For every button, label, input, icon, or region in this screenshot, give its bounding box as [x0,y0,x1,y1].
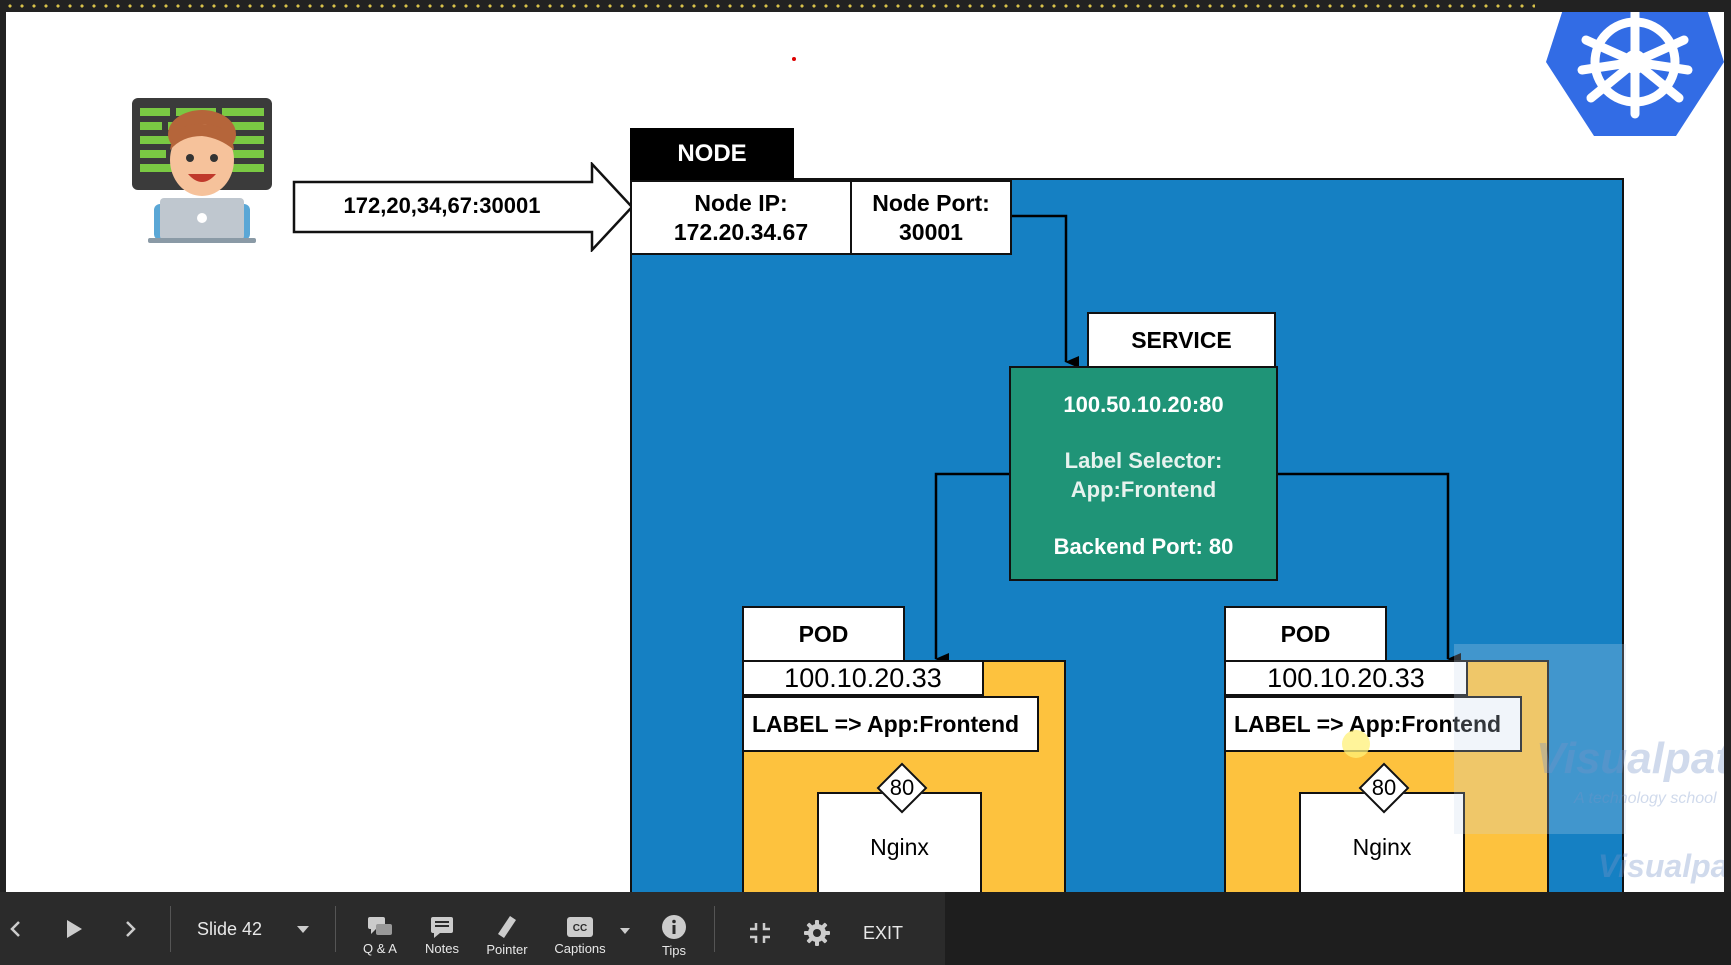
chevron-left-icon [10,921,20,937]
node-title: NODE [630,128,794,180]
captions-options-button[interactable] [614,916,636,946]
notes-icon [431,917,453,938]
access-address-label: 172,20,34,67:30001 [343,193,541,218]
watermark-tagline: A technology school [1574,790,1717,807]
notes-label: Notes [425,941,459,956]
cursor-highlight [1342,730,1370,758]
pointer-label: Pointer [486,942,528,957]
tips-label: Tips [661,943,687,958]
toolbar-divider [335,906,336,952]
play-button[interactable] [58,906,90,952]
service-selector-label: Label Selector: [1064,448,1223,473]
toolbar-divider [170,906,171,952]
chevron-right-icon [126,921,136,937]
exit-fullscreen-icon [750,923,770,943]
exit-fullscreen-button[interactable] [742,910,778,956]
chevron-down-icon [297,926,310,933]
info-icon [662,915,686,939]
kubernetes-logo-icon [1546,12,1724,136]
node-ip-box: Node IP: 172.20.34.67 [630,180,852,255]
play-icon [67,920,82,938]
previous-slide-button[interactable] [0,906,32,952]
qa-label: Q & A [363,941,397,956]
presenter-toolbar [0,892,945,965]
container-port: 80 [889,775,915,800]
service-ip: 100.50.10.20:80 [1063,392,1224,417]
chat-bubbles-icon [368,917,392,935]
watermark-brand: Visualpath [1536,734,1724,783]
node-port-value: 30001 [899,218,963,245]
gear-icon [804,920,830,946]
svg-text:CC: CC [573,923,587,934]
node-port-box: Node Port: 30001 [850,180,1012,255]
captions-icon: CC [567,917,593,937]
container-port: 80 [1371,775,1397,800]
qa-button[interactable]: Q & A [356,910,404,962]
node-port-label: Node Port: [872,189,990,216]
pod-ip: 100.10.20.33 [742,660,984,696]
node-ip-value: 172.20.34.67 [673,218,809,245]
captions-label: Captions [554,941,606,956]
laser-pointer-dot [792,57,796,61]
pod-ip: 100.10.20.33 [1224,660,1468,696]
slide-selector[interactable]: Slide 42 [186,906,326,952]
watermark-brand: Visualpath [1598,848,1724,884]
chevron-down-icon [620,928,630,934]
access-arrow [292,162,634,252]
toolbar-divider [714,906,715,952]
exit-button[interactable]: EXIT [852,910,914,956]
exit-label: EXIT [862,922,903,943]
pod-title: POD [1224,606,1387,662]
service-title: SERVICE [1087,312,1276,368]
developer-avatar-icon [132,98,272,243]
service-backend-port: Backend Port: 80 [1053,534,1234,559]
pod-label: LABEL => App:Frontend [1224,696,1522,752]
service-selector-value: App:Frontend [1070,477,1217,502]
slide-number: Slide 42 [197,918,263,939]
watermark-backdrop [1454,644,1626,834]
pod-title: POD [742,606,905,662]
top-dotted-border [0,0,1535,12]
connector-lines [934,214,1461,665]
slide-canvas: 172,20,34,67:30001 NODE Node IP: 172.20.… [6,12,1724,892]
next-slide-button[interactable] [114,906,146,952]
laser-pointer-icon [498,916,516,938]
notes-button[interactable]: Notes [418,910,466,962]
service-box: 100.50.10.20:80 Label Selector: App:Fron… [1009,366,1278,581]
pod-label: LABEL => App:Frontend [742,696,1039,752]
pointer-button[interactable]: Pointer [480,910,534,962]
captions-button[interactable]: CC Captions [548,910,612,962]
node-ip-label: Node IP: [694,189,788,216]
tips-button[interactable]: Tips [650,910,698,962]
bottom-strip [945,892,1731,965]
settings-button[interactable] [798,910,836,956]
